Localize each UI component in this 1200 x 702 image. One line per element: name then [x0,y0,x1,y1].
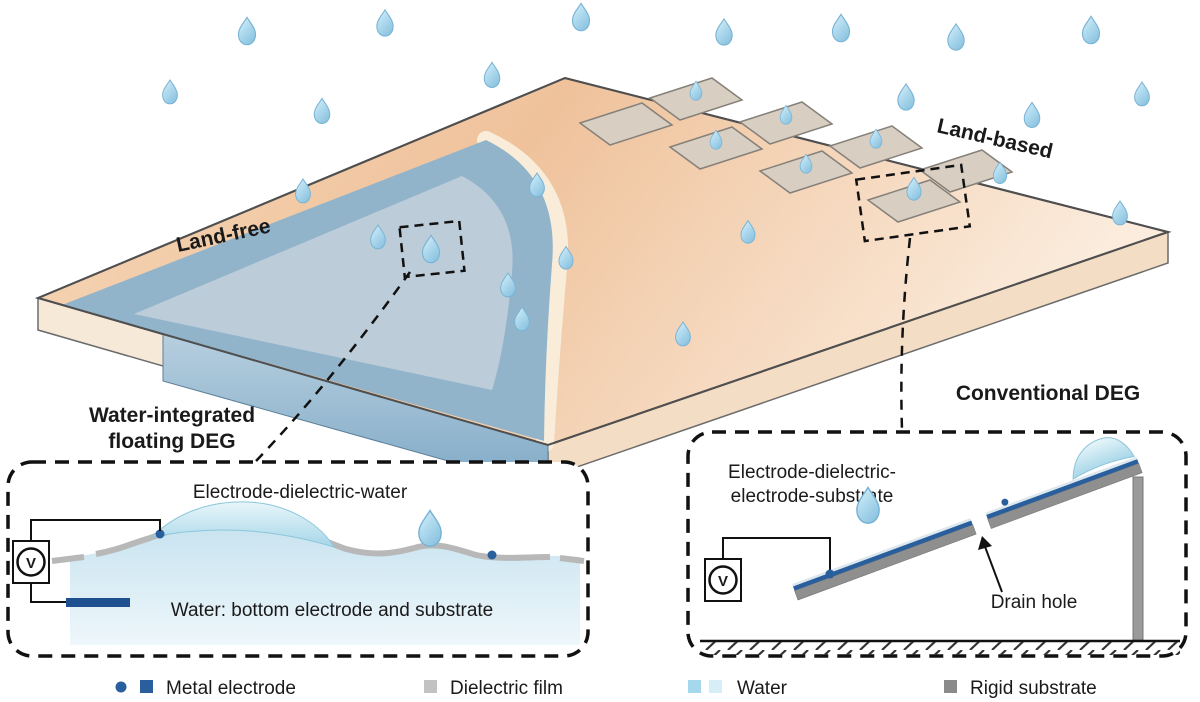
raindrop-icon [162,79,178,105]
drain-hole-arrowhead [978,536,992,550]
electrode-layer-segment [792,520,973,591]
rigid-substrate-segment [987,462,1143,529]
raindrop-icon [313,97,331,124]
legend-water-square-1-icon [688,680,701,693]
legend-substrate-square-icon [944,680,957,693]
raindrop-icon [1081,15,1101,45]
conventional-deg-title: Conventional DEG [956,382,1140,405]
wire-bottom [30,583,66,603]
floating-deg-structure-label: Electrode-dielectric-water [193,482,408,503]
sea-water-shallow-region [134,176,513,390]
metal-electrode-dot [825,569,835,579]
voltmeter-dial [16,547,46,577]
raindrop-icon [483,61,501,88]
raindrop-icon [295,178,311,204]
floating-deg-panel: Water-integrated floating DEG Electrode-… [6,404,590,658]
raindrop-icon [1112,200,1128,226]
voltmeter-label: V [718,573,728,590]
legend: Metal electrode Dielectric film Water Ri… [115,678,1097,699]
water-droplet-callout-box [398,219,466,279]
conventional-structure-line2: electrode-substrate [731,486,894,507]
legend-dielectric-square-icon [424,680,437,693]
water-caption: Water: bottom electrode and substrate [171,600,493,621]
raindrop-icon [376,9,394,37]
dielectric-film-stub-right [559,555,585,564]
sliding-droplet [1072,437,1135,480]
legend-rigid-substrate-label: Rigid substrate [970,678,1097,699]
electrode-layer-segment [986,459,1139,520]
callout-connector-right [900,237,912,431]
tilted-deg-panel [792,437,1143,601]
bottom-electrode-bar [66,598,130,607]
dielectric-layer-segment [985,456,1138,515]
spread-droplet [150,501,336,548]
shoreline-beach [477,131,568,452]
raindrop-icon [897,83,915,111]
raindrop-icon [715,18,733,46]
dielectric-film-stub-left [51,554,85,564]
floating-deg-title-line2: floating DEG [108,430,235,453]
conventional-deg-panel: Conventional DEG Electrode-dielectric- e… [686,382,1188,658]
raindrop-icon [1134,81,1150,107]
raindrop-icon [1023,101,1041,128]
ground-hatching [700,642,1180,655]
legend-metal-square-icon [140,680,153,693]
metal-electrode-dot [1001,498,1009,506]
callout-connector-left [255,271,412,462]
wire-top [30,519,161,541]
voltmeter-label: V [26,555,36,572]
isometric-scene: Land-free Land-based [34,2,1172,490]
land-panel-callout-box [854,163,972,243]
support-post [1132,476,1144,641]
dielectric-layer-segment [792,518,972,587]
raindrop-icon [947,23,965,51]
raindrop-icon [237,16,257,46]
voltmeter-dial [708,565,738,595]
raindrop-icon [571,2,591,32]
legend-water-square-2-icon [709,680,722,693]
floating-deg-title-line1: Water-integrated [89,404,255,427]
legend-metal-electrode-label: Metal electrode [166,678,296,699]
legend-metal-dot-icon [115,681,127,693]
drain-hole-label: Drain hole [991,592,1078,613]
drain-hole-arrow [983,543,1003,593]
raindrop-icon [831,13,851,43]
metal-electrode-dot [155,529,165,539]
slab-outline [34,76,1172,447]
wire-top [722,537,831,570]
legend-water-label: Water [737,678,788,699]
metal-electrode-dot [487,550,497,560]
legend-dielectric-film-label: Dielectric film [450,678,563,699]
conventional-structure-line1: Electrode-dielectric- [728,462,896,483]
